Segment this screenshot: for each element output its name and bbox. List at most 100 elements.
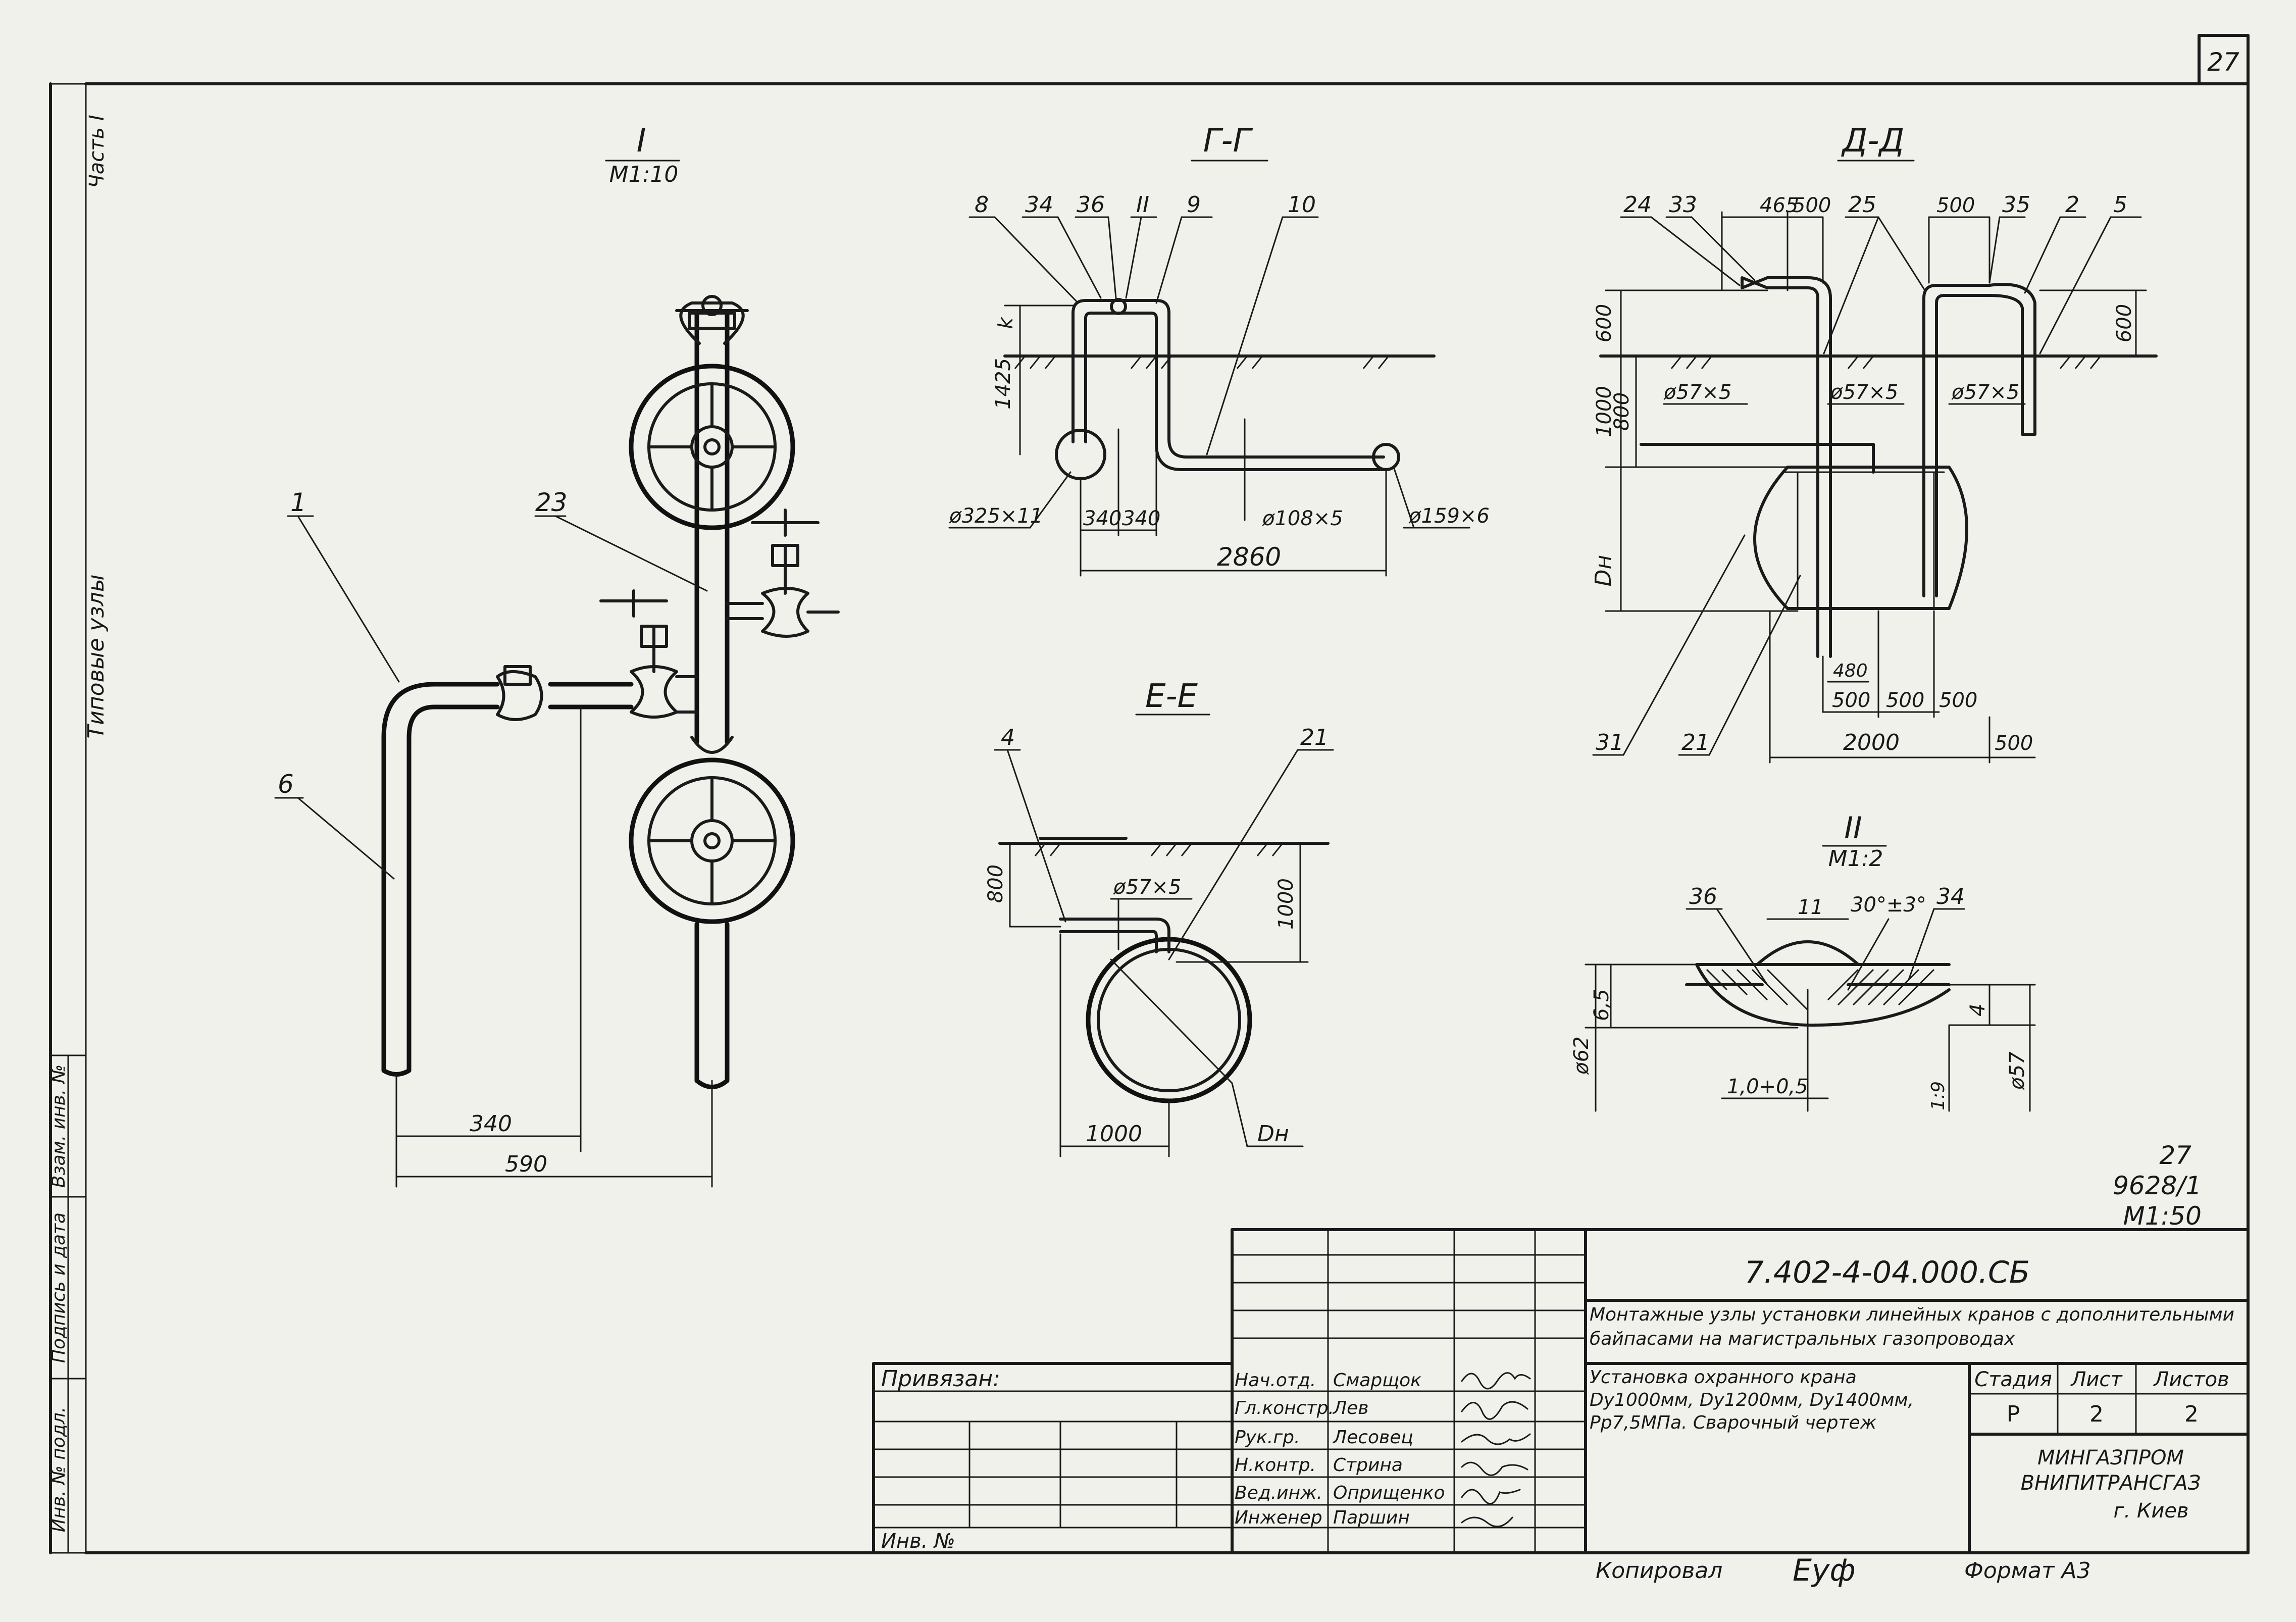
page-number-box: [2198, 34, 2250, 85]
view-gg-dim-325: ø325×11: [949, 504, 1043, 528]
view-dd-dim-500a: 500: [1793, 194, 1831, 217]
view-dd-dim-600-left: 600: [1593, 304, 1616, 342]
view-dd-dim-500b: 500: [1936, 194, 1975, 217]
view-dd-callout-25: 25: [1848, 192, 1876, 218]
stage-header: Стадия: [1974, 1368, 2052, 1391]
view-ii-dim-angle: 30°±3°: [1851, 893, 1926, 917]
view-gg-dim-340b: 340: [1122, 507, 1160, 530]
title-block: [872, 1228, 2250, 1554]
view-gg-callout-8: 8: [975, 192, 989, 218]
view-ii-dim-65: 6,5: [1590, 989, 1613, 1021]
view-gg-callout-ii: II: [1136, 192, 1149, 218]
view-i-title: I: [637, 122, 646, 160]
stamp-inv-no: Инв. № подл.: [48, 1407, 69, 1532]
view-dd-dim-1000: 1000: [1593, 386, 1616, 437]
view-ii-dim-11: 11: [1798, 896, 1823, 919]
view-dd-dim-600-right: 600: [2113, 304, 2136, 342]
staff-name-3: Лесовец: [1332, 1427, 1413, 1448]
view-ii-scale: М1:2: [1828, 846, 1883, 872]
copied-label: Копировал: [1596, 1558, 1722, 1584]
view-ii-title: II: [1844, 810, 1862, 846]
signature-scribbles: [1461, 1372, 1531, 1528]
view-g-g: Г-Г 1425 k 340 340 2860 ø325×11: [948, 122, 1490, 577]
view-i-callout-23: 23: [535, 488, 568, 517]
staff-role-1: Нач.отд.: [1235, 1370, 1316, 1391]
view-dd-dim-500f: 500: [1995, 732, 2033, 755]
staff-name-5: Оприщенко: [1333, 1483, 1445, 1503]
staff-role-4: Н.контр.: [1235, 1455, 1316, 1476]
staff-role-2: Гл.констр.: [1235, 1398, 1334, 1418]
drawing-subtitle: Установка охранного крана Dу1000мм, Dу12…: [1590, 1367, 1914, 1433]
view-ee-dim-dn: Dн: [1257, 1121, 1289, 1147]
view-i-dim-340: 340: [470, 1111, 512, 1137]
staff-role-5: Вед.инж.: [1235, 1483, 1322, 1503]
view-dd-dim-dn: Dн: [1591, 555, 1616, 587]
view-ii-callout-36: 36: [1689, 884, 1717, 909]
view-i-dim-590: 590: [505, 1151, 547, 1177]
stamp-replaced-inv: Взам. инв. №: [48, 1065, 69, 1188]
view-dd-dim-500d: 500: [1886, 689, 1924, 712]
view-e-e: Е-Е 800 ø57×5 1000 1000 Dн 4: [984, 678, 1334, 1157]
document-code: 7.402-4-04.000.СБ: [1745, 1255, 2030, 1290]
view-dd-dim-800: 800: [1610, 392, 1634, 431]
drawing-frame: [49, 34, 2250, 1554]
side-note-1: 27: [2159, 1141, 2191, 1170]
view-dd-callout-31: 31: [1596, 730, 1624, 755]
side-note: 27 9628/1 М1:50: [2113, 1141, 2202, 1231]
drawing-subtitle-box: Установка охранного крана Dу1000мм, Dу12…: [1590, 1367, 1914, 1433]
view-dd-dim-500c: 500: [1832, 689, 1870, 712]
view-gg-dim-k: k: [994, 317, 1017, 329]
view-dd-dim-57b: ø57×5: [1830, 381, 1898, 404]
view-dd-dim-57c: ø57×5: [1951, 381, 2019, 404]
org-line-3: г. Киев: [2113, 1499, 2188, 1523]
view-i-callout-1: 1: [290, 488, 307, 517]
stamp-signature-date: Подпись и дата: [48, 1212, 69, 1363]
drawing-title-box: Монтажные узлы установки линейных кранов…: [1590, 1304, 2235, 1349]
bound-label: Привязан:: [881, 1366, 1000, 1392]
view-ii-slope: 1:9: [1928, 1081, 1949, 1110]
side-note-3: М1:50: [2123, 1201, 2202, 1231]
view-dd-callout-21: 21: [1681, 730, 1710, 755]
view-gg-callout-36: 36: [1077, 192, 1105, 218]
view-ii-dim-4: 4: [1966, 1003, 1989, 1016]
view-ii-dim-62: ø62: [1570, 1036, 1593, 1075]
view-gg-dim-1425: 1425: [992, 358, 1015, 410]
view-dd-callout-2: 2: [2065, 192, 2079, 218]
title-block-text: 7.402-4-04.000.СБ Монтажные узлы установ…: [881, 1255, 2235, 1553]
view-ee-callout-21: 21: [1300, 725, 1329, 750]
view-gg-callout-10: 10: [1288, 192, 1316, 218]
view-dd-dim-465: 465: [1760, 194, 1798, 217]
view-gg-callout-34: 34: [1025, 192, 1053, 218]
view-d-d: Д-Д 600 1000: [1591, 122, 2158, 764]
drawing-title: Монтажные узлы установки линейных кранов…: [1590, 1304, 2235, 1349]
view-gg-dim-108: ø108×5: [1262, 507, 1343, 530]
side-note-2: 9628/1: [2113, 1171, 2202, 1200]
view-gg-dim-2860: 2860: [1217, 542, 1281, 572]
view-i-callout-6: 6: [278, 770, 294, 799]
part-label: Часть I: [85, 115, 109, 188]
staff-name-1: Смарщок: [1333, 1370, 1421, 1391]
view-dd-callout-33: 33: [1669, 192, 1697, 218]
view-ee-dim-57: ø57×5: [1113, 876, 1181, 899]
view-ii-callout-34: 34: [1936, 884, 1965, 909]
view-ee-dim-1000: 1000: [1086, 1121, 1142, 1147]
stage-value: Р: [2007, 1401, 2020, 1427]
org-line-1: МИНГАЗПРОМ: [2037, 1446, 2184, 1469]
view-ii-dim-57: ø57: [2006, 1051, 2029, 1090]
view-ee-callout-4: 4: [1001, 725, 1015, 750]
sheet-value: 2: [2089, 1401, 2104, 1427]
view-ii: II М1:2 11 30°±3° 6,5 ø62 4 ø57: [1570, 810, 2036, 1112]
view-ee-title: Е-Е: [1145, 678, 1198, 715]
view-gg-dim-159: ø159×6: [1408, 504, 1490, 528]
staff-role-6: Инженер: [1235, 1507, 1322, 1528]
staff-role-3: Рук.гр.: [1235, 1427, 1300, 1448]
sheet-header: Лист: [2070, 1368, 2123, 1391]
view-gg-title: Г-Г: [1203, 122, 1253, 160]
view-ee-dim-1000-vert: 1000: [1274, 878, 1298, 930]
page-number: 27: [2207, 47, 2239, 77]
view-dd-dim-57a: ø57×5: [1663, 381, 1731, 404]
staff-name-6: Паршин: [1333, 1507, 1410, 1528]
inv-label: Инв. №: [881, 1530, 955, 1553]
sheets-value: 2: [2184, 1401, 2199, 1427]
